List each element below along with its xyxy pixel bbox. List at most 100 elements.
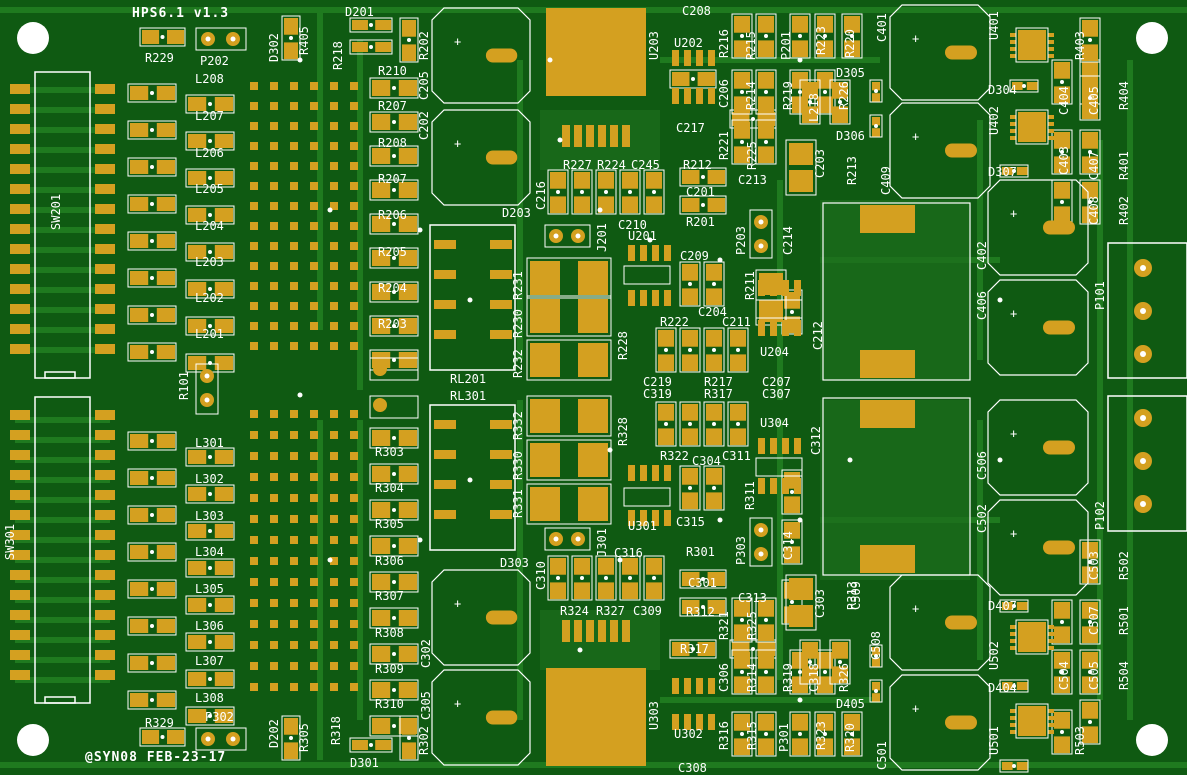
silk-label-r219: R219 bbox=[781, 81, 795, 110]
silk-label-l305: L305 bbox=[195, 582, 224, 596]
silk-label-c212: C212 bbox=[811, 321, 825, 350]
silk-label-c219: C219 bbox=[643, 375, 672, 389]
silk-label-d306: D306 bbox=[836, 129, 865, 143]
silk-label-r221: R221 bbox=[717, 131, 731, 160]
silk-label-d307: D307 bbox=[988, 165, 1017, 179]
silk-label-c404: C404 bbox=[1057, 86, 1071, 115]
silk-label-r331: R331 bbox=[511, 489, 525, 518]
silk-label-c316: C316 bbox=[614, 546, 643, 560]
silk-label-sw301: SW301 bbox=[3, 523, 17, 560]
svg-text:+: + bbox=[454, 697, 461, 711]
silk-label-r208: R208 bbox=[378, 136, 407, 150]
silk-label-c203: C203 bbox=[813, 149, 827, 178]
silk-label-c217: C217 bbox=[676, 121, 705, 135]
silk-label-p303: P303 bbox=[734, 536, 748, 565]
silk-label-c318: C318 bbox=[807, 663, 821, 692]
silk-label-c504: C504 bbox=[1057, 661, 1071, 690]
silk-label-c306: C306 bbox=[717, 663, 731, 692]
silk-label-d301: D301 bbox=[350, 756, 379, 770]
silk-label-d302: D302 bbox=[267, 33, 281, 62]
silk-label-r227: R227 bbox=[563, 158, 592, 172]
silk-label-r223: R223 bbox=[814, 26, 828, 55]
silk-label-p102: P102 bbox=[1093, 501, 1107, 530]
silk-label-r330: R330 bbox=[511, 451, 525, 480]
silk-label-u502: U502 bbox=[987, 641, 1001, 670]
silk-label-r324: R324 bbox=[560, 604, 589, 618]
silk-label-l307: L307 bbox=[195, 654, 224, 668]
silk-label-r329: R329 bbox=[145, 716, 174, 730]
silk-label-c204: C204 bbox=[698, 305, 727, 319]
silk-label-r321: R321 bbox=[717, 611, 731, 640]
silk-label-c309: C309 bbox=[633, 604, 662, 618]
silk-label-sw201: SW201 bbox=[49, 193, 63, 230]
silk-label-c507: C507 bbox=[1087, 606, 1101, 635]
silk-label-r210: R210 bbox=[378, 64, 407, 78]
silk-label-c405: C405 bbox=[1087, 86, 1101, 115]
silk-label-c304: C304 bbox=[692, 454, 721, 468]
silk-label-p202: P202 bbox=[200, 54, 229, 68]
silk-label-r303: R303 bbox=[375, 445, 404, 459]
silk-label-c206: C206 bbox=[717, 79, 731, 108]
silk-label-r204: R204 bbox=[378, 281, 407, 295]
silk-label-l301: L301 bbox=[195, 436, 224, 450]
silk-label-c311: C311 bbox=[722, 449, 751, 463]
silk-label-c503: C503 bbox=[1087, 551, 1101, 580]
silk-label-d202: D202 bbox=[267, 719, 281, 748]
silk-label-c509: C509 bbox=[849, 581, 863, 610]
silk-label-u302: U302 bbox=[674, 727, 703, 741]
silk-label-c408: C408 bbox=[1087, 196, 1101, 225]
silk-label-r216: R216 bbox=[717, 29, 731, 58]
svg-text:+: + bbox=[1010, 207, 1017, 221]
svg-text:+: + bbox=[912, 702, 919, 716]
svg-text:+: + bbox=[912, 602, 919, 616]
silk-label-r304: R304 bbox=[375, 481, 404, 495]
silk-label-r327: R327 bbox=[596, 604, 625, 618]
silk-label-r405: R405 bbox=[297, 26, 311, 55]
silk-label-r226: R226 bbox=[837, 81, 851, 110]
silk-label-u401: U401 bbox=[987, 11, 1001, 40]
silk-label-c211: C211 bbox=[722, 315, 751, 329]
silk-label-r317b: R317 bbox=[680, 642, 709, 656]
silk-label-l302: L302 bbox=[195, 472, 224, 486]
silk-label-r205: R205 bbox=[378, 245, 407, 259]
silk-label-c208: C208 bbox=[682, 4, 711, 18]
silk-label-r218: R218 bbox=[331, 41, 345, 70]
silk-label-c506: C506 bbox=[975, 451, 989, 480]
silk-label-c205: C205 bbox=[417, 71, 431, 100]
silk-label-l205: L205 bbox=[195, 182, 224, 196]
silk-label-c245: C245 bbox=[631, 158, 660, 172]
silk-label-r212: R212 bbox=[683, 158, 712, 172]
silk-label-r312: R312 bbox=[686, 605, 715, 619]
silk-label-r230: R230 bbox=[511, 309, 525, 338]
silk-label-p203: P203 bbox=[734, 226, 748, 255]
silk-label-c319: C319 bbox=[643, 387, 672, 401]
silk-label-l201: L201 bbox=[195, 327, 224, 341]
silk-label-r504: R504 bbox=[1117, 661, 1131, 690]
silk-label-l207: L207 bbox=[195, 109, 224, 123]
connectors bbox=[1107, 242, 1187, 532]
silk-label-r310: R310 bbox=[375, 697, 404, 711]
silk-label-c207: C207 bbox=[762, 375, 791, 389]
silk-label-c303: C303 bbox=[813, 589, 827, 618]
silk-label-r319: R319 bbox=[781, 663, 795, 692]
svg-text:+: + bbox=[454, 137, 461, 151]
silk-label-r225: R225 bbox=[745, 141, 759, 170]
silk-label-p301: P301 bbox=[777, 723, 791, 752]
headers bbox=[195, 27, 773, 751]
silk-label-c505: C505 bbox=[1087, 661, 1101, 690]
silk-label-r402: R402 bbox=[1117, 196, 1131, 225]
silk-label-d305: D305 bbox=[836, 66, 865, 80]
silk-label-r332: R332 bbox=[511, 411, 525, 440]
silk-label-r206: R206 bbox=[378, 208, 407, 222]
silk-label-r203: R203 bbox=[378, 317, 407, 331]
silk-label-r222: R222 bbox=[660, 315, 689, 329]
silk-label-c403: C403 bbox=[1057, 146, 1071, 175]
silk-label-r307: R307 bbox=[375, 589, 404, 603]
silk-label-r308: R308 bbox=[375, 626, 404, 640]
silk-label-c314: C314 bbox=[781, 531, 795, 560]
silk-label-r201: R201 bbox=[686, 215, 715, 229]
silk-label-d404: D404 bbox=[988, 681, 1017, 695]
qfn-chips bbox=[1010, 27, 1054, 739]
silk-label-c214: C214 bbox=[781, 226, 795, 255]
silk-label-l203: L203 bbox=[195, 255, 224, 269]
